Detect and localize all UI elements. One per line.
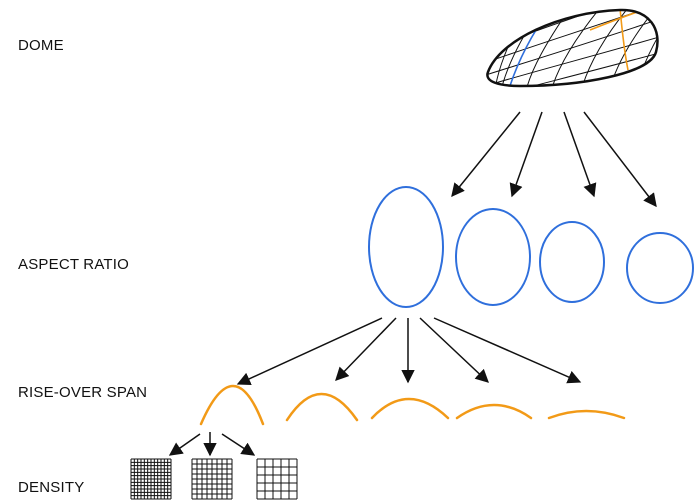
arrow-aspect-to-rise-4	[419, 317, 489, 383]
aspect-ellipse-tall-icon	[368, 186, 444, 308]
rise-arc-medium-icon	[370, 397, 450, 420]
arrow-aspect-to-rise-2	[335, 317, 397, 381]
arrow-dome-to-aspect-2	[509, 111, 543, 198]
dome-wireframe-icon	[486, 8, 659, 88]
aspect-ellipse-medium-icon	[455, 208, 531, 306]
aspect-ratio-label: ASPECT RATIO	[18, 256, 130, 273]
arrow-dome-to-aspect-1	[451, 111, 521, 198]
arrow-rise-to-density-3	[221, 433, 256, 456]
rise-arc-low-icon	[455, 403, 533, 420]
arrow-rise-to-density-1	[168, 433, 201, 456]
arrow-aspect-to-rise-1	[236, 317, 383, 386]
aspect-ellipse-wide-icon	[539, 221, 605, 303]
rise-arc-high-icon	[199, 384, 265, 426]
density-grid-medium-icon	[191, 458, 233, 500]
density-grid-fine-icon	[130, 458, 172, 500]
density-label: DENSITY	[18, 479, 85, 496]
arrow-aspect-to-rise-5	[433, 317, 582, 384]
arrow-dome-to-aspect-3	[563, 111, 597, 198]
rise-arc-flat-icon	[547, 409, 626, 420]
arrow-dome-to-aspect-4	[583, 111, 657, 208]
rise-arc-medium-high-icon	[285, 392, 359, 422]
density-grid-coarse-icon	[256, 458, 298, 500]
rise-over-span-label: RISE-OVER SPAN	[18, 384, 148, 401]
dome-label: DOME	[18, 37, 64, 54]
aspect-circle-icon	[626, 232, 694, 304]
